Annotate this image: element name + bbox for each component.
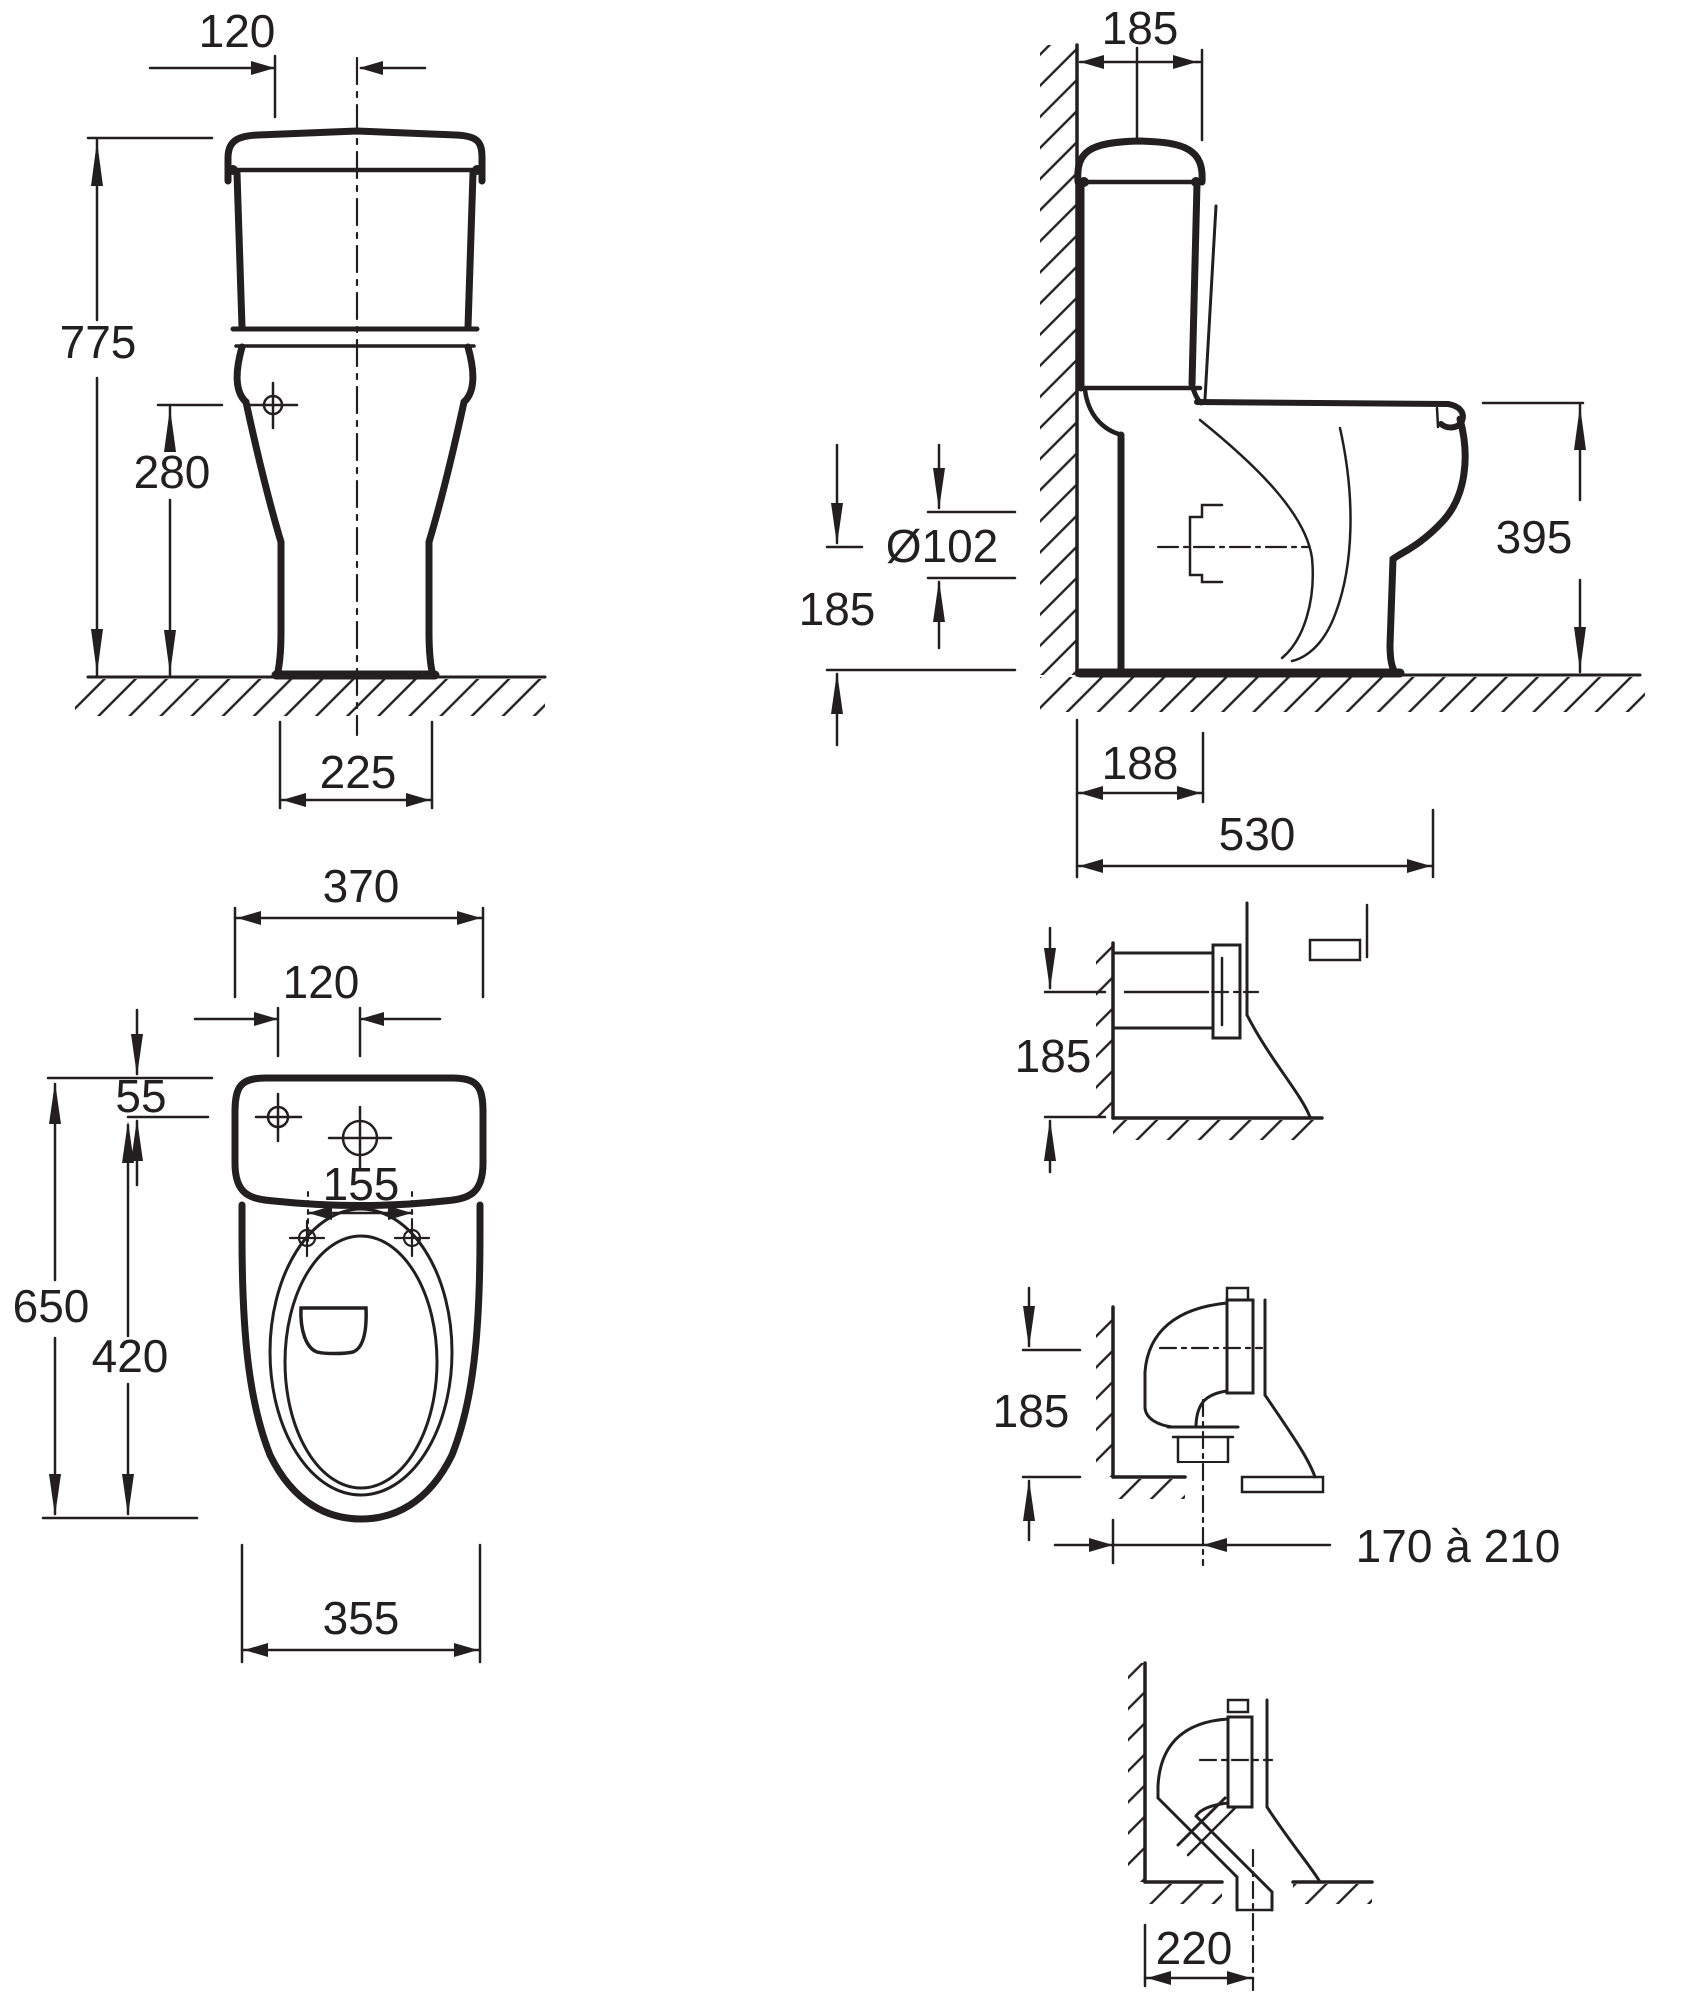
dim-plan-back-gap: 55 [46,1008,214,1187]
floor-hatch-left [1145,1884,1222,1904]
dim-side-total-depth: 530 [1075,808,1435,879]
dim-side-cistern-depth: 185 [1078,2,1204,142]
side-tank-front [1188,180,1201,388]
top-view: 370 120 55 155 [13,860,487,1664]
wall-hatch [1096,1307,1113,1477]
dim-label: 185 [993,1385,1070,1437]
dim-label: 370 [323,860,400,912]
dim-front-base-width: 225 [278,720,434,810]
dim-vertical-axis-distance: 170 à 210 [1053,1518,1561,1572]
dim-label: 185 [1015,1030,1092,1082]
outlet-flange [1226,1715,1254,1809]
dim-plan-cistern-width: 370 [233,860,485,999]
outlet-flange [1225,1298,1255,1395]
dim-front-inlet-height: 280 [134,403,224,677]
dim-label: 650 [13,1280,90,1332]
side-wall-hatch [1040,45,1077,675]
floor-hatch-right [1293,1884,1372,1904]
plan-cistern-outline [231,1074,487,1209]
dim-label: 185 [1102,2,1179,54]
trap-curve [1290,426,1352,663]
detail-vertical-outlet: 185 170 à 210 [993,1286,1561,1572]
dim-plan-bowl-width: 355 [240,1543,482,1664]
side-seat-top [1194,399,1451,407]
detail-angled-outlet: 220 [1128,1661,1374,1992]
plan-flush-funnel [299,1306,368,1356]
dim-side-outlet-diameter: Ø102 [886,443,1017,650]
dim-label: 395 [1496,511,1573,563]
dim-plan-total-depth: 650 [13,1082,90,1516]
dim-label: 280 [134,446,211,498]
plan-flush-hole-marker [327,1105,393,1172]
side-floor-hatch [1040,677,1645,712]
floor-hatch [1113,1479,1185,1499]
dim-front-tank-offset: 120 [148,5,427,119]
dim-label: 155 [323,1158,400,1210]
bowl-left-profile [233,343,285,680]
dim-horizontal-axis-height: 185 [1015,926,1107,1174]
tank-left-edge [233,169,246,331]
wall-hatch [1096,943,1113,1118]
dim-side-outlet-axis-height: 185 [799,443,1017,747]
side-view: 185 Ø102 185 39 [799,2,1645,879]
front-floor-hatch [75,679,545,716]
bowl-right-profile [425,343,477,680]
dim-label: 355 [323,1592,400,1644]
plan-inlet-hole-marker [254,1092,303,1143]
dim-side-outlet-wall-distance: 188 [1075,718,1205,879]
plan-seat-oval [283,1234,439,1490]
dim-label: 170 à 210 [1356,1520,1561,1572]
inlet-hole-marker [248,381,299,430]
detail-horizontal-outlet: 185 [1015,901,1369,1174]
dim-plan-bowl-depth: 420 [41,1121,199,1520]
outlet-spigot-section [1188,503,1224,584]
dim-vertical-axis-height: 185 [993,1286,1082,1542]
dim-label: 120 [283,956,360,1008]
dim-angled-axis-distance: 220 [1143,1922,1255,1988]
bowl-inner-curve [1198,418,1314,660]
dim-plan-inlet-offset: 120 [193,956,442,1058]
wall-hatch [1128,1663,1145,1882]
dim-label: 220 [1156,1922,1233,1974]
dim-label: Ø102 [886,520,999,572]
side-tank-neck [1082,387,1125,438]
dim-label: 775 [60,316,137,368]
dim-side-bowl-height: 395 [1481,401,1586,674]
tank-right-edge [464,169,477,331]
floor-hatch [1113,1120,1322,1140]
side-cistern-lid [1074,137,1206,186]
dim-label: 185 [799,583,876,635]
dim-front-total-height: 775 [60,136,214,677]
front-view: 120 775 280 225 [60,5,547,810]
dim-label: 120 [199,5,276,57]
side-bowl-outline [1386,415,1469,676]
cistern-lid [224,127,486,185]
raised-lid-line [1203,204,1218,401]
dim-label: 188 [1102,737,1179,789]
foot-slab [1240,1475,1325,1494]
plan-pan-outline [238,1201,484,1523]
dim-plan-hinge-spacing: 155 [306,1158,414,1247]
dim-label: 530 [1219,808,1296,860]
dim-label: 420 [92,1330,169,1382]
dim-label: 225 [320,746,397,798]
plan-rim-oval [268,1207,454,1497]
